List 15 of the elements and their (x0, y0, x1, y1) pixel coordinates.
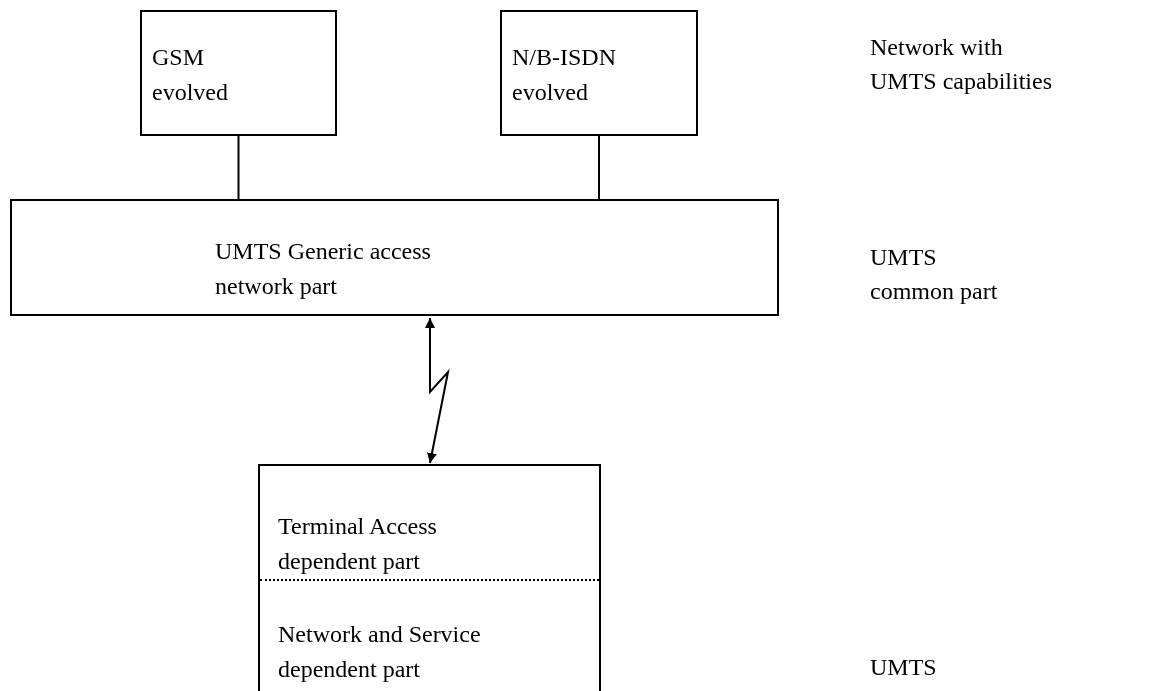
node-text: N/B-ISDN evolved (512, 43, 617, 107)
node-text: UMTS Generic access network part (215, 237, 432, 301)
side-label: UMTS (870, 653, 938, 682)
network-box (140, 10, 337, 136)
node-text: Terminal Access dependent part (278, 512, 438, 576)
network-box (500, 10, 698, 136)
connector-line (598, 135, 600, 200)
access-network-box (10, 199, 779, 316)
radio-link-arrow (425, 317, 450, 464)
side-label: Network with UMTS capabilities (870, 33, 1053, 96)
node-text: GSM evolved (152, 43, 229, 107)
connector-line (237, 135, 240, 200)
side-label: UMTS common part (870, 243, 999, 306)
node-text: Network and Service dependent part (278, 620, 482, 684)
terminal-box (258, 464, 601, 691)
